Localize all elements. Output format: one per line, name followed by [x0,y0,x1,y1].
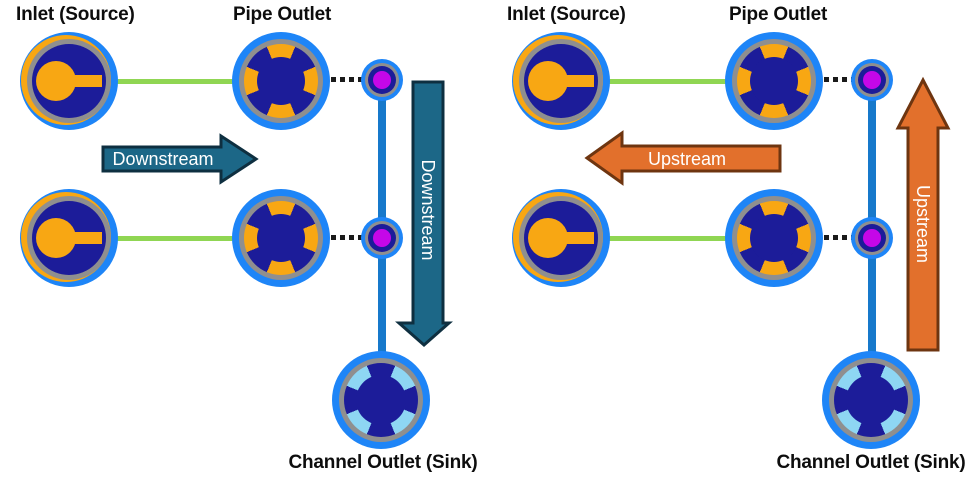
downstream-horizontal-arrow: Downstream [101,133,259,185]
downstream-vertical-arrow: Downstream [395,80,453,347]
upstream-vertical-arrow: Upstream [895,76,951,352]
inlet-source-node-icon [20,32,118,130]
channel-outlet-label: Channel Outlet (Sink) [288,452,478,473]
pipe-outlet-node-icon [232,32,330,130]
pipe-outlet-node-icon [725,189,823,287]
channel-line [868,80,876,352]
inlet-source-label: Inlet (Source) [16,4,135,25]
pipe-connector-line [114,236,234,241]
junction-node-icon [361,217,403,259]
downstream-horizontal-arrow-label: Downstream [112,149,213,169]
inlet-source-node-icon [512,189,610,287]
channel-outlet-node-icon [822,351,920,449]
dashed-connector-line [331,235,362,240]
inlet-source-label: Inlet (Source) [507,4,626,25]
pipe-connector-line [607,79,727,84]
channel-outlet-label: Channel Outlet (Sink) [776,452,966,473]
junction-node-icon [851,59,893,101]
junction-node-icon [851,217,893,259]
upstream-vertical-arrow-label: Upstream [913,185,933,263]
inlet-source-node-icon [20,189,118,287]
downstream-vertical-arrow-label: Downstream [418,159,438,260]
pipe-outlet-label: Pipe Outlet [233,4,332,25]
junction-node-icon [361,59,403,101]
pipe-outlet-node-icon [725,32,823,130]
dashed-connector-line [824,235,852,240]
pipe-connector-line [114,79,234,84]
inlet-source-node-icon [512,32,610,130]
channel-line [378,80,386,352]
dashed-connector-line [824,77,852,82]
channel-outlet-node-icon [332,351,430,449]
pipe-outlet-label: Pipe Outlet [729,4,828,25]
upstream-horizontal-arrow-label: Upstream [648,149,726,169]
pipe-connector-line [607,236,727,241]
pipe-outlet-node-icon [232,189,330,287]
dashed-connector-line [331,77,362,82]
upstream-horizontal-arrow: Upstream [584,130,782,186]
